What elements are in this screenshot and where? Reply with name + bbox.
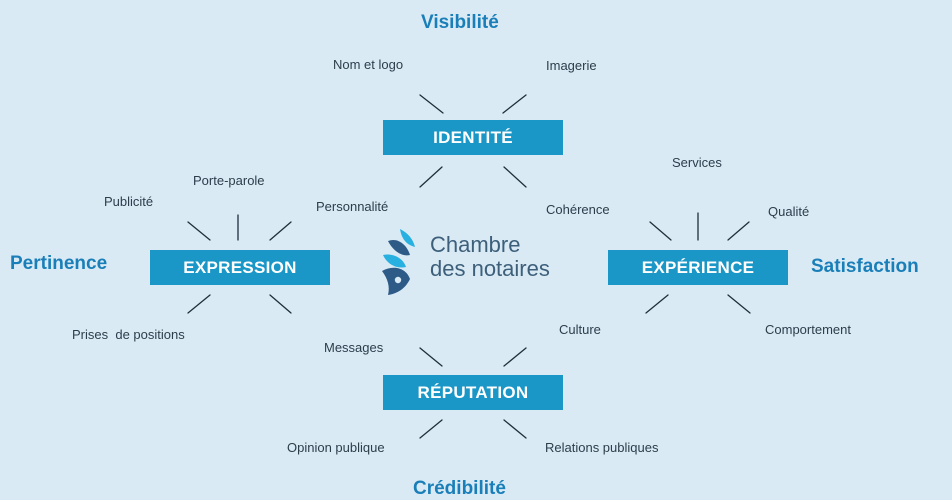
label-publicite: Publicité [104,194,154,209]
pillar-experience: EXPÉRIENCE [608,250,788,285]
label-coherence: Cohérence [546,202,610,217]
label-prises-de-positions: Prises de positions [72,327,185,342]
connector-messages [419,347,443,367]
connector-coherence-exp [649,221,672,241]
connector-nom-et-logo [419,94,444,114]
label-qualite: Qualité [768,204,810,219]
connector-comportement [727,294,751,314]
connector-personnalite [419,166,443,188]
connector-imagerie [502,94,527,114]
connector-coherence [503,166,527,188]
connector-publicite [187,221,211,241]
label-relations-publiques: Relations publiques [545,440,659,455]
chambre-des-notaires-logo-icon [382,229,415,295]
connector-culture [645,294,669,314]
pillar-expression: EXPRESSION [150,250,330,285]
connector-culture-rep [503,347,527,367]
connector-prises-left [187,294,211,314]
connector-relations-publiques [503,419,527,439]
label-nom-et-logo: Nom et logo [333,57,404,72]
outcome-visibilite: Visibilité [421,12,499,33]
connector-personnalite-expr [269,221,292,241]
label-opinion-publique: Opinion publique [287,440,385,455]
connector-qualite [727,221,750,241]
connector-opinion-publique [419,419,443,439]
label-comportement: Comportement [765,322,851,337]
connector-prises-right [269,294,292,314]
pillar-reputation: RÉPUTATION [383,375,563,410]
label-personnalite: Personnalité [316,199,389,214]
label-culture: Culture [559,322,601,337]
label-porte-parole: Porte-parole [193,173,265,188]
logo-line-1: Chambre [430,232,521,257]
logo-line-2: des notaires [430,256,550,281]
outcome-credibilite: Crédibilité [413,478,506,499]
label-messages: Messages [324,340,384,355]
label-services: Services [672,155,722,170]
logo-text: Chambre des notaires [430,233,550,281]
pillar-identite: IDENTITÉ [383,120,563,155]
outcome-pertinence: Pertinence [10,253,108,274]
outcome-satisfaction: Satisfaction [811,256,919,277]
label-imagerie: Imagerie [546,58,597,73]
